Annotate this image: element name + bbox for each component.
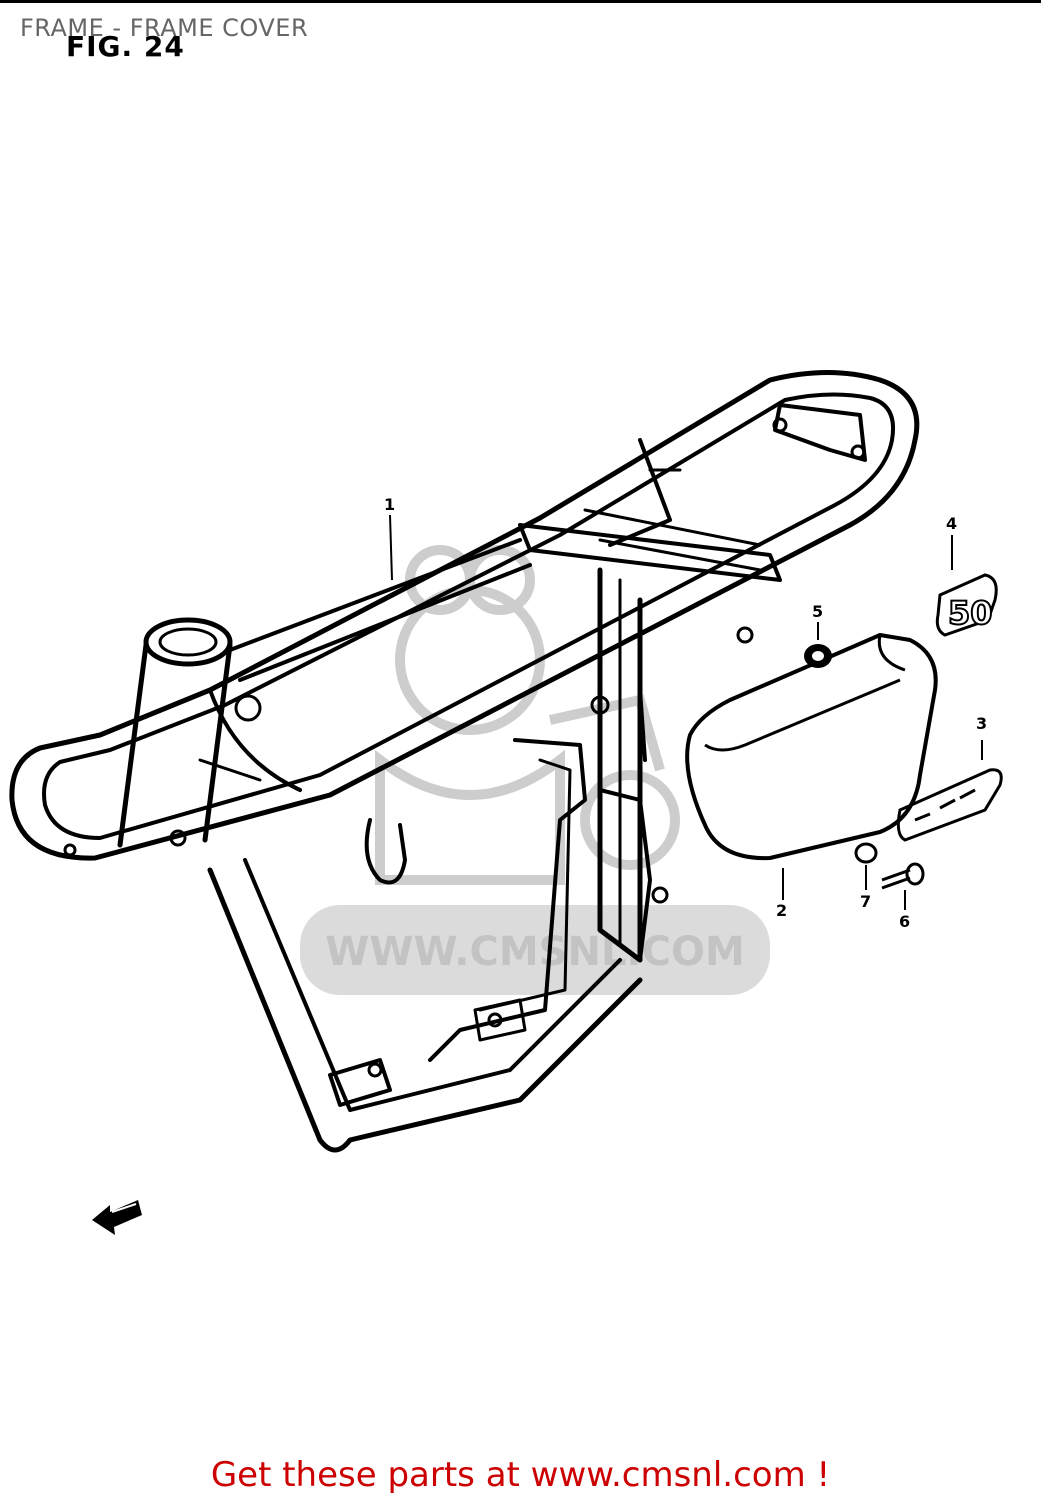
watermark-text: WWW.CMSNL.COM (325, 929, 745, 975)
page-title: FRAME - FRAME COVER (20, 14, 309, 42)
emblem-50: 50 (935, 573, 998, 637)
leader-lines (389, 514, 983, 910)
main-frame (9, 370, 920, 1153)
callout-6: 6 (899, 912, 910, 931)
callout-1: 1 (384, 495, 395, 514)
figure-label: FIG. 24 (66, 30, 185, 63)
grommet (804, 644, 832, 668)
screw (881, 862, 925, 890)
front-direction-arrow (92, 1200, 142, 1235)
emblem-text: 50 (948, 594, 993, 632)
callout-4: 4 (946, 514, 957, 533)
frame-cover (685, 633, 938, 861)
callout-7: 7 (860, 892, 871, 911)
top-rule (0, 0, 1041, 3)
washer (854, 842, 878, 864)
emblem-logo (896, 768, 1003, 842)
footer-parts-link[interactable]: Get these parts at www.cmsnl.com ! (210, 1455, 831, 1495)
callout-3: 3 (976, 714, 987, 733)
callout-5: 5 (812, 602, 823, 621)
callout-2: 2 (776, 901, 787, 920)
